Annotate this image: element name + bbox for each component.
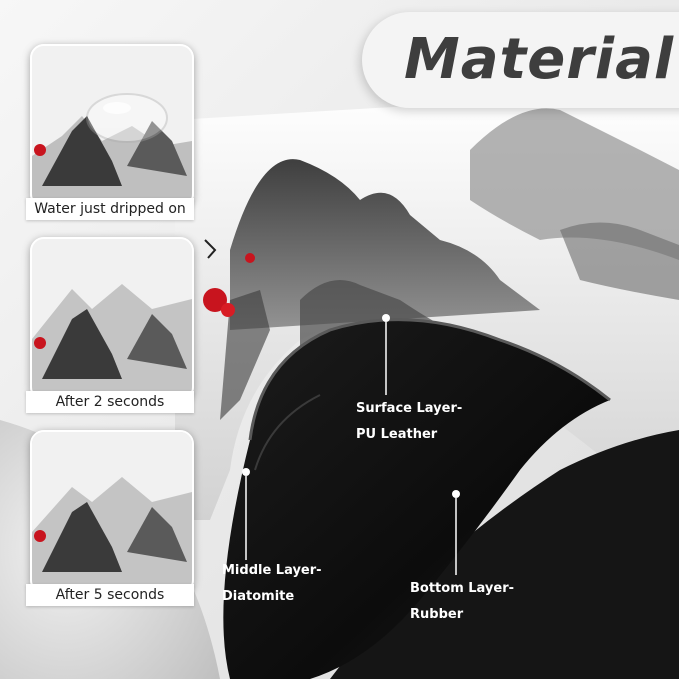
thumbnail-after-5s [30, 430, 194, 594]
surface-layer-label: Surface Layer- PU Leather [356, 396, 462, 448]
page-title: Material [404, 27, 675, 92]
red-blossom-icon [203, 288, 227, 312]
bottom-layer-label: Bottom Layer- Rubber [410, 576, 514, 628]
mat-underside [223, 319, 611, 679]
caption-3: After 5 seconds [26, 584, 194, 606]
caption-2: After 2 seconds [26, 391, 194, 413]
bottom-layer-marker [452, 490, 460, 498]
bottom-layer-name: Bottom Layer- [410, 581, 515, 596]
water-droplet-icon [86, 93, 168, 143]
surface-layer-material: PU Leather [356, 427, 438, 442]
middle-layer-label: Middle Layer- Diatomite [222, 558, 322, 610]
surface-layer-name: Surface Layer- [356, 401, 463, 416]
mountain-icon [42, 116, 122, 186]
thumbnail-after-2s [30, 237, 194, 401]
mountain-icon [42, 309, 122, 379]
caption-1: Water just dripped on [26, 198, 194, 220]
mountain-icon [42, 502, 122, 572]
bottom-layer-material: Rubber [410, 607, 464, 622]
middle-layer-material: Diatomite [222, 589, 295, 604]
title-banner [362, 12, 679, 108]
surface-layer-marker [382, 314, 390, 322]
middle-layer-name: Middle Layer- [222, 563, 322, 578]
mountain-icon [230, 159, 540, 330]
thumbnail-water-dripped [30, 44, 194, 208]
middle-layer-marker [242, 468, 250, 476]
